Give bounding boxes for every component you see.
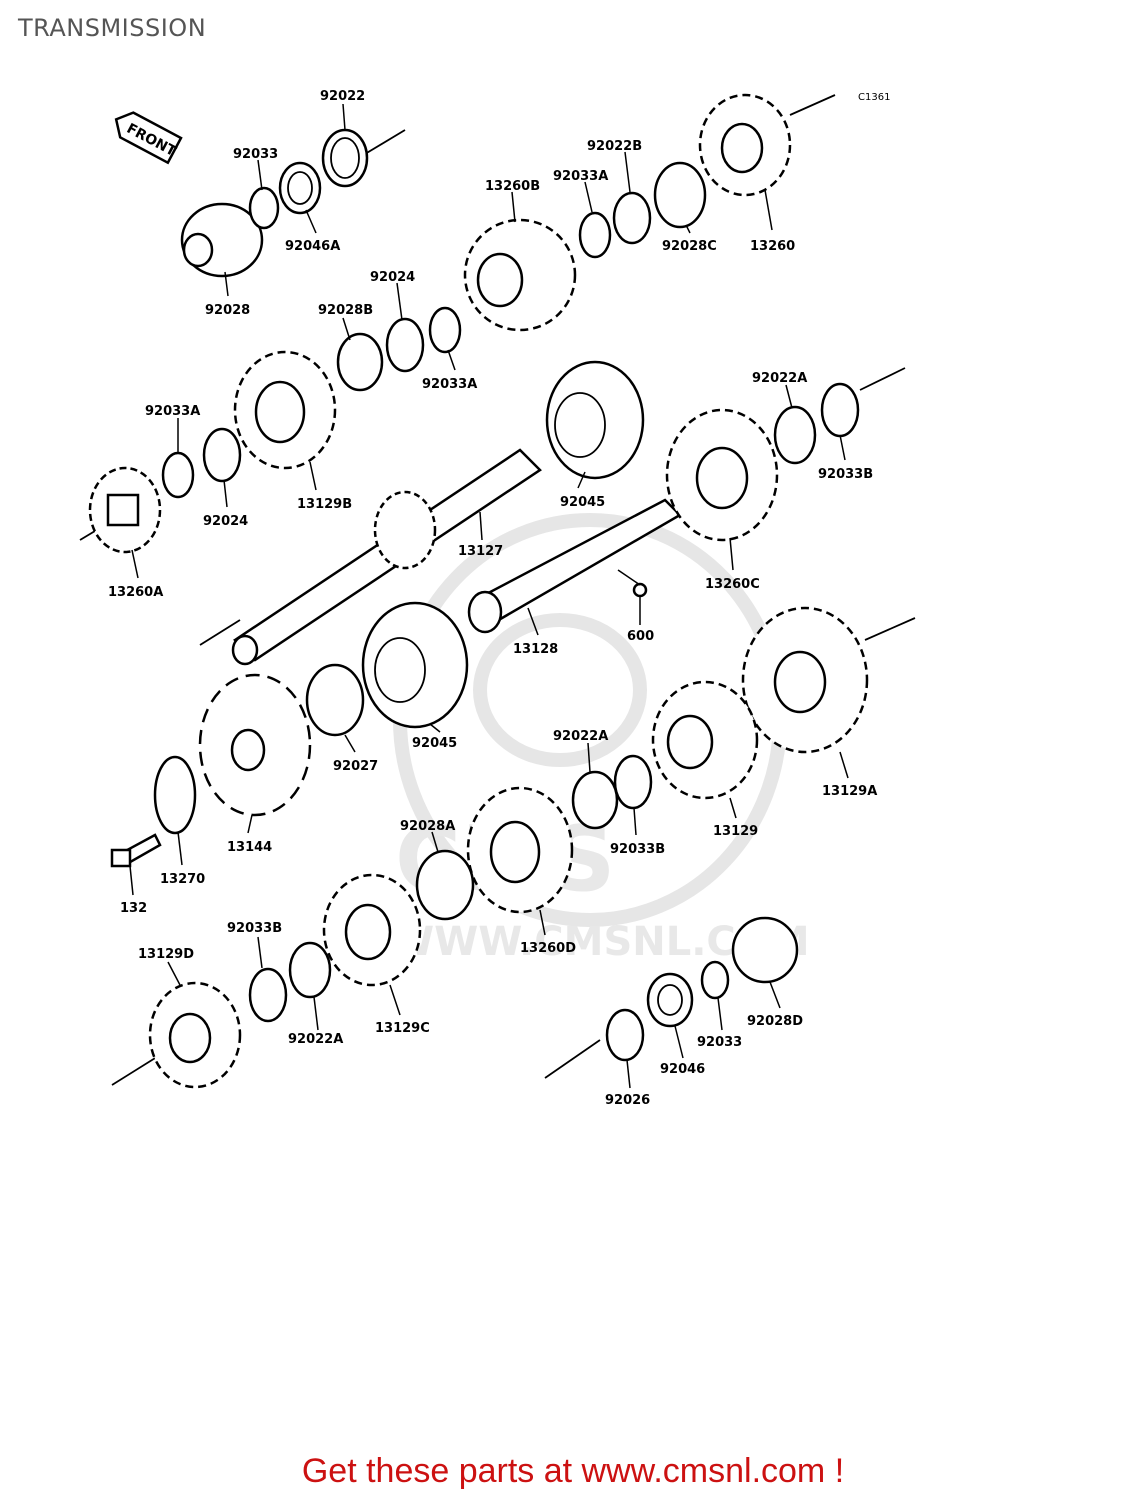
washer-92022A-mid xyxy=(571,770,619,830)
bushing-92027 xyxy=(305,663,365,737)
part-label: 13129C xyxy=(375,1021,430,1036)
leader-lines xyxy=(129,103,849,1089)
washer-92022A-low xyxy=(288,941,332,999)
circlip-92033A-top xyxy=(578,211,612,259)
bolt-132 xyxy=(110,833,162,868)
part-label: 13129 xyxy=(713,824,758,839)
part-label: 92033B xyxy=(227,921,282,936)
circlip-92033B-low xyxy=(248,967,288,1023)
plate-13270 xyxy=(153,755,197,835)
part-label: 92028C xyxy=(662,239,717,254)
shaft-13128 xyxy=(467,498,683,634)
shaft-13127 xyxy=(231,448,542,666)
part-label: 92022B xyxy=(587,139,642,154)
part-label: 13260D xyxy=(520,941,576,956)
bushing-92028A xyxy=(415,849,475,921)
part-label: 13260C xyxy=(705,577,760,592)
front-arrow-icon: FRONT xyxy=(114,111,183,165)
bearing-92028 xyxy=(180,202,264,278)
part-label: 13129B xyxy=(297,497,352,512)
gear-13129C xyxy=(322,873,422,987)
part-label: 92024 xyxy=(370,270,415,285)
washer-92024-top xyxy=(385,317,425,373)
bearing-92045-low xyxy=(361,601,469,729)
circlip-92033-low xyxy=(700,960,730,1000)
page-title: TRANSMISSION xyxy=(18,14,207,42)
part-label: 92028 xyxy=(205,303,250,318)
gear-13260A xyxy=(88,466,162,554)
part-label: 92022A xyxy=(288,1032,343,1047)
part-label: 13127 xyxy=(458,544,503,559)
part-label: 92046 xyxy=(660,1062,705,1077)
part-label: 13129D xyxy=(138,947,194,962)
part-label: 92033 xyxy=(697,1035,742,1050)
gear-13129D xyxy=(148,981,242,1089)
needle-bearing-92046 xyxy=(646,972,694,1028)
circlip-92033 xyxy=(248,186,280,230)
part-label: 92022A xyxy=(553,729,608,744)
part-labels: 92022 92033 92046A 92028 13260B 92033A 9… xyxy=(108,89,877,1108)
washer-92022A-right xyxy=(773,405,817,465)
bushing-92028B xyxy=(336,332,384,392)
part-label: 92045 xyxy=(560,495,605,510)
bushing-92028D xyxy=(731,916,799,984)
part-label: 13260B xyxy=(485,179,540,194)
circlip-92033B-mid xyxy=(613,754,653,810)
part-label: 92027 xyxy=(333,759,378,774)
footer-link[interactable]: Get these parts at www.cmsnl.com ! xyxy=(301,1452,845,1490)
gear-13260B xyxy=(463,218,577,332)
part-label: 13144 xyxy=(227,840,272,855)
part-label: 13260 xyxy=(750,239,795,254)
gear-13260D xyxy=(466,786,574,914)
washer-92022 xyxy=(321,128,369,188)
gear-13260C xyxy=(665,408,779,542)
circlip-92033A-mid xyxy=(428,306,462,354)
washer-92022B xyxy=(612,191,652,245)
part-label: 92022 xyxy=(320,89,365,104)
gear-13129A xyxy=(741,606,869,754)
drawing-code: C1361 xyxy=(858,92,890,103)
part-label: 92046A xyxy=(285,239,340,254)
part-label: 92045 xyxy=(412,736,457,751)
part-label: 13260A xyxy=(108,585,163,600)
part-label: 92033 xyxy=(233,147,278,162)
part-label: 92028B xyxy=(318,303,373,318)
part-label: 92028D xyxy=(747,1014,803,1029)
part-label: 13129A xyxy=(822,784,877,799)
bushing-92028C xyxy=(653,161,707,229)
part-label: 92033A xyxy=(145,404,200,419)
gear-13129 xyxy=(651,680,759,800)
circlip-92033B-right xyxy=(820,382,860,438)
circlip-92033A-left xyxy=(161,451,195,499)
part-label: 92033A xyxy=(422,377,477,392)
part-label: 132 xyxy=(120,901,147,916)
screw-600 xyxy=(632,582,648,598)
part-label: 92033A xyxy=(553,169,608,184)
sprocket-13144 xyxy=(198,673,312,817)
washer-92024-left xyxy=(202,427,242,483)
part-label: 92024 xyxy=(203,514,248,529)
washer-92026 xyxy=(605,1008,645,1062)
gear-13129B xyxy=(233,350,337,470)
part-label: 92022A xyxy=(752,371,807,386)
part-label: 600 xyxy=(627,629,654,644)
part-label: 13128 xyxy=(513,642,558,657)
part-label: 92026 xyxy=(605,1093,650,1108)
part-label: 92028A xyxy=(400,819,455,834)
gear-13260 xyxy=(698,93,792,197)
part-label: 92033B xyxy=(610,842,665,857)
part-label: 13270 xyxy=(160,872,205,887)
needle-bearing-92046A xyxy=(278,161,322,215)
part-label: 92033B xyxy=(818,467,873,482)
bearing-92045-top xyxy=(545,360,645,480)
